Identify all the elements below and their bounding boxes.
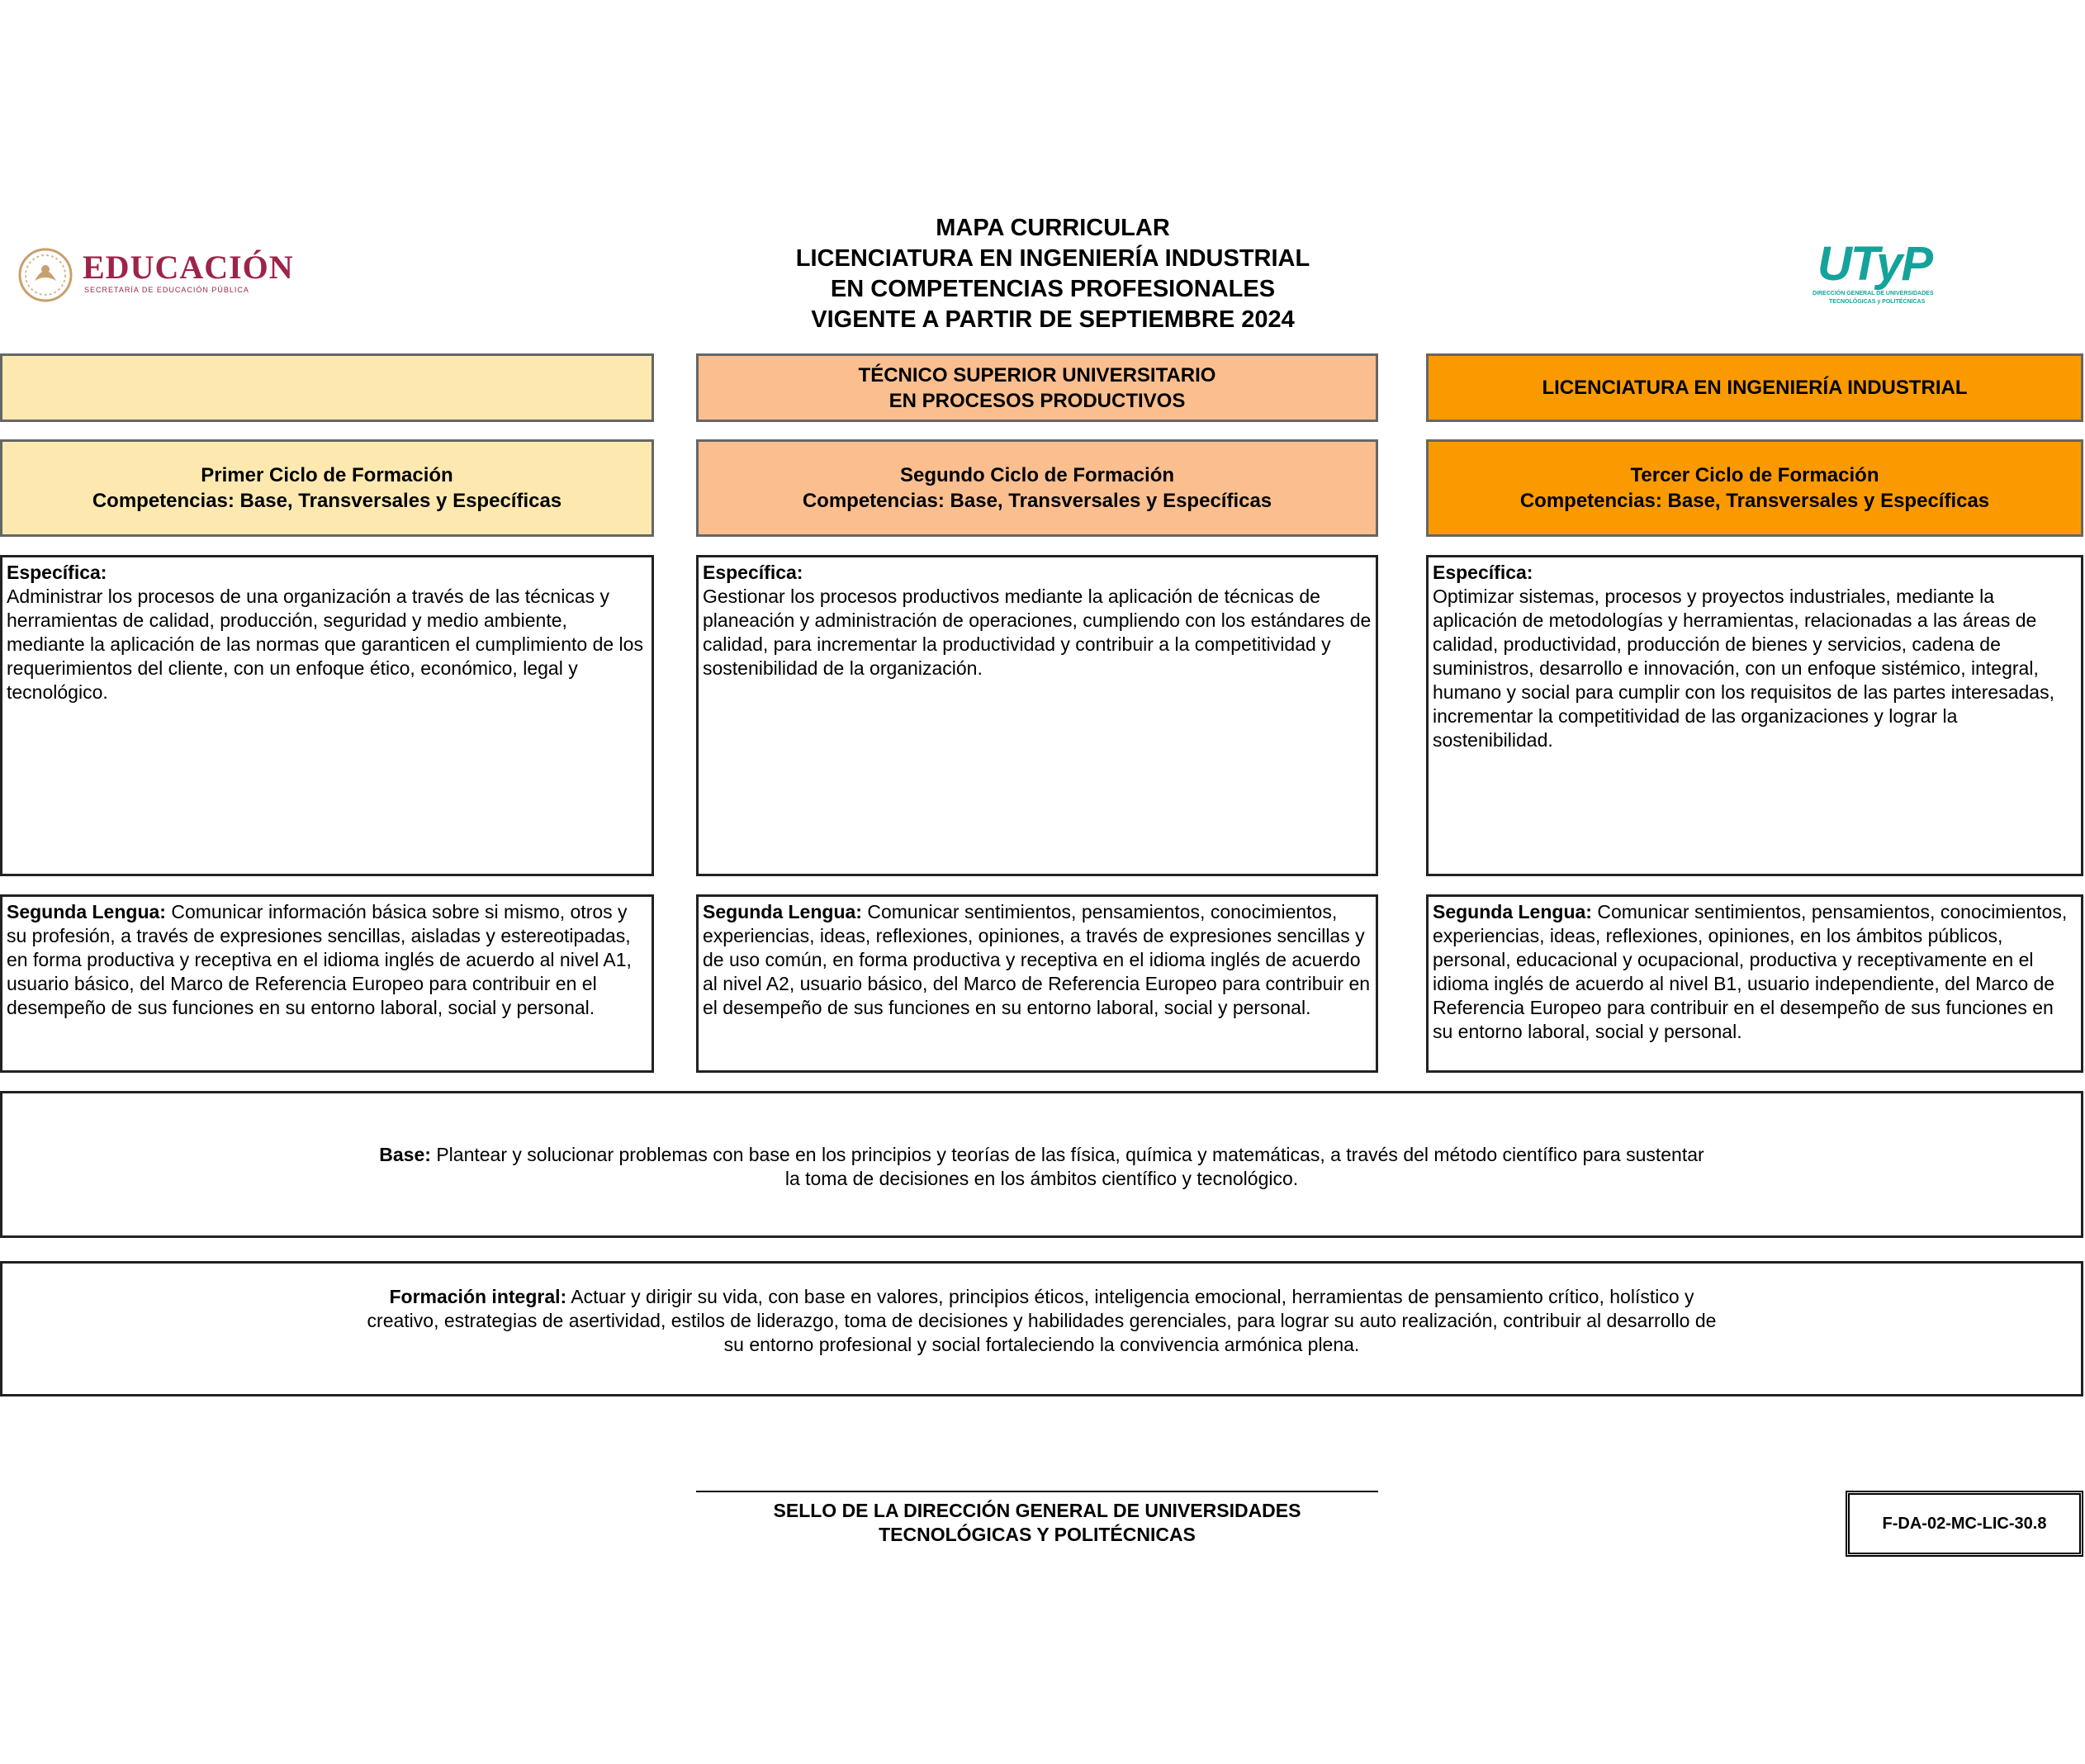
program-header-3: LICENCIATURA EN INGENIERÍA INDUSTRIAL <box>1426 353 2083 422</box>
utp-logo-subtext-1: DIRECCIÓN GENERAL DE UNIVERSIDADES <box>1813 291 1934 296</box>
cycle-title: Segundo Ciclo de Formación <box>899 464 1175 486</box>
title-line-2: LICENCIATURA EN INGENIERÍA INDUSTRIAL <box>795 245 1310 272</box>
lengua-text: Comunicar información básica sobre si mi… <box>7 901 632 1018</box>
especifica-label: Específica: <box>1433 562 1533 583</box>
especifica-box-2: Específica: Gestionar los procesos produ… <box>696 555 1378 876</box>
cycle-title: Tercer Ciclo de Formación <box>1630 464 1879 486</box>
lengua-label: Segunda Lengua: <box>7 901 166 922</box>
seal-line-1: SELLO DE LA DIRECCIÓN GENERAL DE UNIVERS… <box>773 1500 1301 1521</box>
especifica-text: Gestionar los procesos productivos media… <box>703 586 1372 679</box>
lengua-box-2: Segunda Lengua: Comunicar sentimientos, … <box>696 894 1378 1073</box>
sep-logo-text: EDUCACIÓN <box>83 249 294 286</box>
especifica-label: Específica: <box>7 562 107 583</box>
program-line: EN PROCESOS PRODUCTIVOS <box>888 389 1186 412</box>
document-code: F-DA-02-MC-LIC-30.8 <box>1846 1491 2083 1557</box>
lengua-box-1: Segunda Lengua: Comunicar información bá… <box>0 894 654 1073</box>
utp-logo-text: UTyP <box>1817 237 1933 291</box>
seal-line-2: TECNOLÓGICAS Y POLITÉCNICAS <box>879 1524 1196 1545</box>
formacion-label: Formación integral: <box>389 1286 567 1307</box>
program-header-2: TÉCNICO SUPERIOR UNIVERSITARIO EN PROCESO… <box>696 353 1378 422</box>
base-text-line-1: Plantear y solucionar problemas con base… <box>430 1144 1704 1165</box>
lengua-text: Comunicar sentimientos, pensamientos, co… <box>703 901 1371 1018</box>
program-line: LICENCIATURA EN INGENIERÍA INDUSTRIAL <box>1542 377 1968 399</box>
especifica-box-3: Específica: Optimizar sistemas, procesos… <box>1426 555 2083 876</box>
program-line: TÉCNICO SUPERIOR UNIVERSITARIO <box>858 363 1216 386</box>
document-code-text: F-DA-02-MC-LIC-30.8 <box>1882 1514 2047 1533</box>
utp-logo-subtext-2: TECNOLÓGICAS y POLITÉCNICAS <box>1829 299 1926 305</box>
base-box: Base: Plantear y solucionar problemas co… <box>0 1091 2083 1238</box>
especifica-text: Optimizar sistemas, procesos y proyectos… <box>1433 586 2054 751</box>
especifica-label: Específica: <box>703 562 803 583</box>
cycle-subtitle: Competencias: Base, Transversales y Espe… <box>1519 490 1990 512</box>
title-line-3: EN COMPETENCIAS PROFESIONALES <box>830 276 1276 302</box>
cycle-subtitle: Competencias: Base, Transversales y Espe… <box>802 490 1272 512</box>
utp-logo: UTyP DIRECCIÓN GENERAL DE UNIVERSIDADES … <box>1813 237 1949 311</box>
lengua-label: Segunda Lengua: <box>1433 901 1592 922</box>
formacion-text-line-3: su entorno profesional y social fortalec… <box>723 1334 1360 1355</box>
especifica-text: Administrar los procesos de una organiza… <box>7 586 643 703</box>
title-line-4: VIGENTE A PARTIR DE SEPTIEMBRE 2024 <box>811 306 1295 333</box>
sep-logo: EDUCACIÓN SECRETARÍA DE EDUCACIÓN PÚBLIC… <box>17 246 297 304</box>
base-label: Base: <box>379 1144 431 1165</box>
seal-caption: SELLO DE LA DIRECCIÓN GENERAL DE UNIVERS… <box>696 1499 1378 1547</box>
cycle-title: Primer Ciclo de Formación <box>201 464 453 486</box>
program-header-1 <box>0 353 654 422</box>
formacion-text-line-2: creativo, estrategias de asertividad, es… <box>367 1310 1717 1331</box>
sep-logo-subtext: SECRETARÍA DE EDUCACIÓN PÚBLICA <box>84 286 249 294</box>
lengua-box-3: Segunda Lengua: Comunicar sentimientos, … <box>1426 894 2083 1073</box>
lengua-text: Comunicar sentimientos, pensamientos, co… <box>1433 901 2068 1042</box>
especifica-box-1: Específica: Administrar los procesos de … <box>0 555 654 876</box>
seal-signature-line <box>696 1491 1378 1492</box>
formacion-text-line-1: Actuar y dirigir su vida, con base en va… <box>566 1286 1694 1307</box>
base-text-line-2: la toma de decisiones en los ámbitos cie… <box>784 1168 1299 1189</box>
cycle-subtitle: Competencias: Base, Transversales y Espe… <box>92 490 562 512</box>
formacion-box: Formación integral: Actuar y dirigir su … <box>0 1261 2083 1396</box>
title-line-1: MAPA CURRICULAR <box>936 215 1170 241</box>
lengua-label: Segunda Lengua: <box>703 901 862 922</box>
eagle-seal-icon <box>18 248 73 302</box>
page-title: MAPA CURRICULAR LICENCIATURA EN INGENIER… <box>661 213 1445 335</box>
